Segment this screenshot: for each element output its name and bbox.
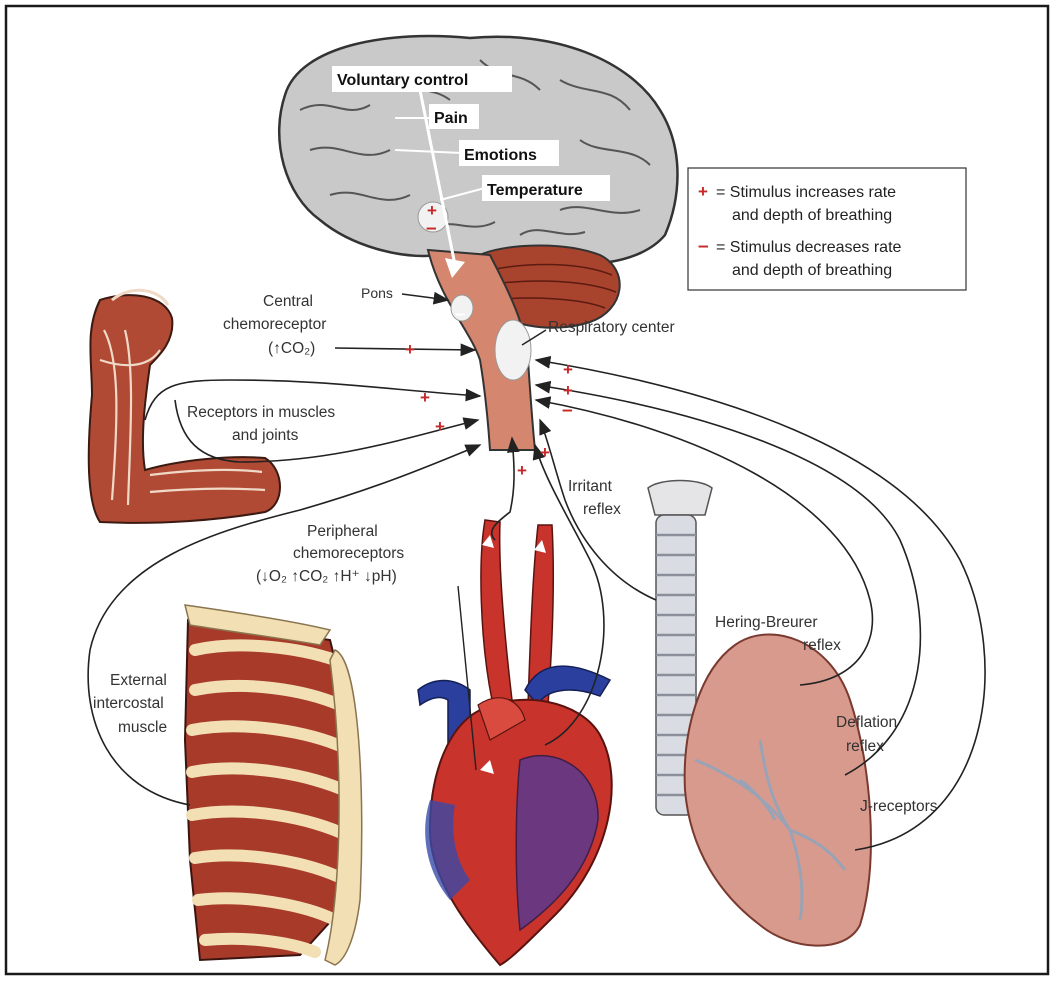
- heart-illustration: [417, 519, 613, 967]
- muscles-joints-label-2: and joints: [232, 427, 299, 444]
- peripheral-label-2: chemoreceptors: [293, 545, 404, 562]
- hering-breurer-minus-sign: –: [562, 400, 573, 421]
- legend-minus-symbol: –: [698, 236, 709, 257]
- muscles-nerve-arrow: [144, 379, 482, 421]
- carotid-body-marker: [482, 535, 494, 548]
- legend-plus-text-1: = Stimulus increases rate: [716, 184, 896, 201]
- pain-label: Pain: [434, 110, 468, 127]
- carotid-nerve-arrow: [490, 436, 520, 541]
- deflation-reflex-label-1: Deflation: [836, 714, 897, 731]
- respiratory-center-pointer: [521, 329, 547, 346]
- central-chemoreceptor-label-2: chemoreceptor: [223, 316, 326, 333]
- peripheral-label-1: Peripheral: [307, 523, 378, 540]
- legend-minus-text-2: and depth of breathing: [732, 262, 892, 279]
- irritant-reflex-label-2: reflex: [583, 501, 621, 518]
- aortic-body-marker: [480, 760, 494, 774]
- hypothalamus-marker: [417, 201, 449, 233]
- pons-label: Pons: [361, 285, 393, 301]
- central-chemoreceptor-label-1: Central: [263, 293, 313, 310]
- legend-minus-text-1: = Stimulus decreases rate: [716, 239, 902, 256]
- voluntary-control-label: Voluntary control: [337, 72, 468, 89]
- brain-labels: Voluntary control Pain Emotions Temperat…: [332, 66, 610, 239]
- joints-plus-sign: +: [435, 417, 445, 436]
- hering-breurer-nerve-arrow: [534, 396, 874, 686]
- peripheral-plus-sign: +: [517, 461, 527, 480]
- respiratory-center-label: Respiratory center: [548, 319, 675, 336]
- intercostal-nerve-arrow: [87, 444, 482, 806]
- central-chemoreceptor-arrow: [334, 343, 477, 357]
- peripheral-label-3: (↓O₂ ↑CO₂ ↑H⁺ ↓pH): [256, 568, 397, 585]
- central-chemoreceptor-label-3: (↑CO₂): [268, 340, 315, 357]
- hypothalamus-minus-sign: –: [426, 218, 437, 239]
- pons-pointer: [401, 291, 450, 305]
- lung-illustration: [683, 633, 872, 947]
- legend-box: [687, 167, 967, 291]
- hering-breurer-label-2: reflex: [803, 637, 841, 654]
- carotid-body-marker-right: [534, 540, 546, 553]
- deflation-reflex-label-2: reflex: [846, 738, 884, 755]
- legend: + = Stimulus increases rate and depth of…: [687, 167, 967, 291]
- hypothalamus-plus-sign: +: [427, 201, 437, 220]
- temperature-box: [482, 175, 610, 201]
- hering-breurer-label-1: Hering-Breurer: [715, 614, 818, 631]
- legend-plus-text-2: and depth of breathing: [732, 207, 892, 224]
- pons-minus-sign: –: [455, 304, 466, 325]
- deflation-plus-sign: +: [563, 381, 573, 400]
- brain-pointer-lines: [394, 89, 486, 278]
- deflation-nerve-arrow: [534, 380, 922, 776]
- legend-plus-symbol: +: [698, 182, 708, 201]
- temperature-label: Temperature: [487, 182, 583, 199]
- voluntary-control-box: [332, 66, 512, 92]
- irritant-plus-sign: +: [540, 443, 550, 462]
- j-receptors-label: J-receptors: [860, 798, 938, 815]
- intercostal-label-1: External: [110, 672, 167, 689]
- aortic-pointer: [457, 585, 477, 771]
- emotions-label: Emotions: [464, 147, 537, 164]
- irritant-reflex-label-1: Irritant: [568, 478, 613, 495]
- respiratory-center-marker: [494, 319, 532, 381]
- intercostal-label-2: intercostal: [93, 695, 164, 712]
- trachea-illustration: [647, 479, 713, 816]
- j-receptors-nerve-arrow: [534, 356, 986, 851]
- j-receptors-plus-sign: +: [563, 360, 573, 379]
- pain-box: [429, 104, 479, 129]
- muscles-plus-sign: +: [420, 388, 430, 407]
- emotions-box: [459, 140, 559, 166]
- aortic-nerve-arrow: [532, 443, 605, 746]
- rib-cage-illustration: [183, 604, 363, 966]
- central-plus-sign: +: [405, 340, 415, 359]
- joints-nerve-arrow: [174, 399, 480, 463]
- arm-muscle-illustration: [87, 288, 281, 524]
- irritant-nerve-arrow: [539, 418, 657, 601]
- intercostal-label-3: muscle: [118, 719, 167, 736]
- muscles-joints-label-1: Receptors in muscles: [187, 404, 335, 421]
- pons-marker: [450, 294, 474, 322]
